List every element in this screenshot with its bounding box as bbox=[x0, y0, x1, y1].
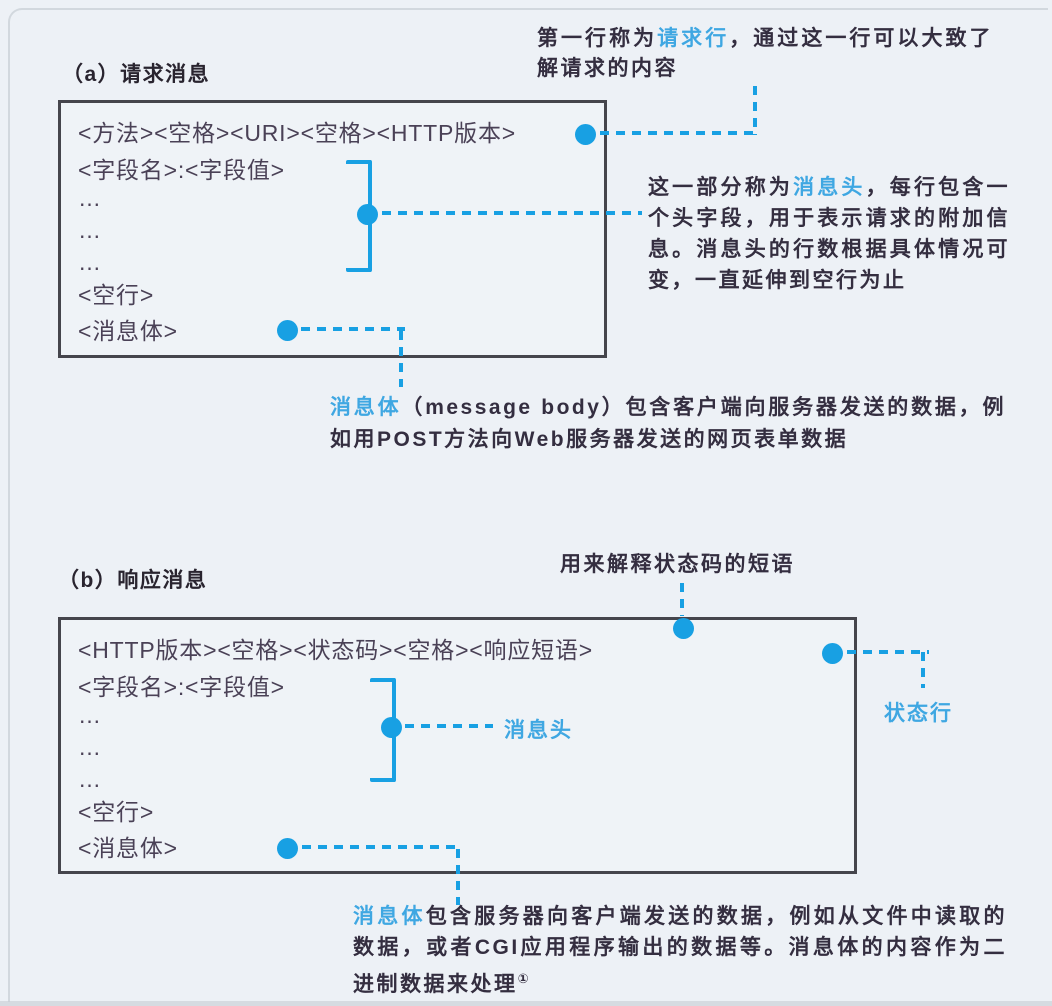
status-line-format: <HTTP版本><空格><状态码><空格><响应短语> bbox=[78, 637, 593, 663]
response-body-dot bbox=[277, 838, 298, 859]
annotation-text: ，每行包含一个头字段，用于表示请求的附加信息。消息头的行数根据具体情况可变，一直… bbox=[648, 176, 1011, 292]
request-line-dot bbox=[575, 124, 596, 145]
header-group-dot bbox=[381, 717, 402, 738]
request-line-leader-v bbox=[753, 86, 757, 135]
header-field-format: <字段名>:<字段值> bbox=[78, 157, 285, 183]
request-section-label: （a）请求消息 bbox=[62, 63, 211, 86]
ellipsis-line: … bbox=[78, 185, 106, 211]
message-header-term: 消息头 bbox=[793, 176, 866, 199]
footnote-marker: ① bbox=[517, 971, 529, 986]
annotation-text: 包含服务器向客户端发送的数据，例如从文件中读取的数据，或者CGI应用程序输出的数… bbox=[353, 905, 1007, 996]
message-body-term: 消息体 bbox=[353, 905, 426, 928]
message-body-format: <消息体> bbox=[78, 835, 178, 861]
ellipsis-line: … bbox=[78, 249, 106, 275]
message-header-label: 消息头 bbox=[504, 719, 573, 742]
annotation-text: （message body）包含客户端向服务器发送的数据，例如用POST方法向W… bbox=[330, 396, 1006, 451]
header-group-leader-h bbox=[405, 724, 493, 728]
annotation-status-phrase: 用来解释状态码的短语 bbox=[560, 553, 795, 576]
response-section-label: （b）响应消息 bbox=[58, 569, 208, 592]
status-phrase-leader-v bbox=[680, 583, 684, 616]
request-body-dot bbox=[277, 320, 298, 341]
request-line-term: 请求行 bbox=[657, 27, 730, 50]
header-field-format: <字段名>:<字段值> bbox=[78, 674, 285, 700]
status-line-label: 状态行 bbox=[884, 702, 953, 725]
header-group-leader-h bbox=[382, 211, 642, 215]
request-body-leader-v bbox=[399, 331, 403, 387]
message-body-term: 消息体 bbox=[330, 396, 402, 419]
status-line-leader-v bbox=[921, 652, 925, 688]
ellipsis-line: … bbox=[78, 766, 106, 792]
ellipsis-line: … bbox=[78, 702, 106, 728]
annotation-text: 第一行称为 bbox=[537, 27, 658, 50]
request-body-leader-h bbox=[301, 327, 405, 331]
response-body-leader-v bbox=[456, 849, 460, 905]
annotation-message-header: 这一部分称为消息头，每行包含一个头字段，用于表示请求的附加信息。消息头的行数根据… bbox=[648, 172, 1010, 296]
response-body-leader-h bbox=[302, 845, 460, 849]
annotation-request-line: 第一行称为请求行，通过这一行可以大致了解请求的内容 bbox=[537, 24, 993, 84]
request-line-format: <方法><空格><URI><空格><HTTP版本> bbox=[78, 120, 516, 146]
annotation-text: ，通过这一行可以大致了解请求的内容 bbox=[537, 27, 994, 80]
ellipsis-line: … bbox=[78, 217, 106, 243]
annotation-text: 这一部分称为 bbox=[648, 176, 794, 199]
header-group-dot bbox=[357, 204, 378, 225]
blank-line-format: <空行> bbox=[78, 282, 155, 308]
blank-line-format: <空行> bbox=[78, 799, 155, 825]
message-body-format: <消息体> bbox=[78, 318, 178, 344]
status-line-leader-h bbox=[847, 650, 929, 654]
status-phrase-dot bbox=[673, 618, 694, 639]
request-line-leader-h bbox=[600, 131, 757, 135]
ellipsis-line: … bbox=[78, 734, 106, 760]
request-format-box: <方法><空格><URI><空格><HTTP版本> <字段名>:<字段值> … … bbox=[58, 100, 607, 358]
page-bottom-edge bbox=[0, 1001, 1052, 1006]
status-line-dot bbox=[822, 643, 843, 664]
response-format-box: <HTTP版本><空格><状态码><空格><响应短语> <字段名>:<字段值> … bbox=[58, 617, 857, 874]
annotation-message-body-response: 消息体包含服务器向客户端发送的数据，例如从文件中读取的数据，或者CGI应用程序输… bbox=[353, 901, 1007, 1000]
annotation-message-body-request: 消息体（message body）包含客户端向服务器发送的数据，例如用POST方… bbox=[330, 392, 1006, 456]
